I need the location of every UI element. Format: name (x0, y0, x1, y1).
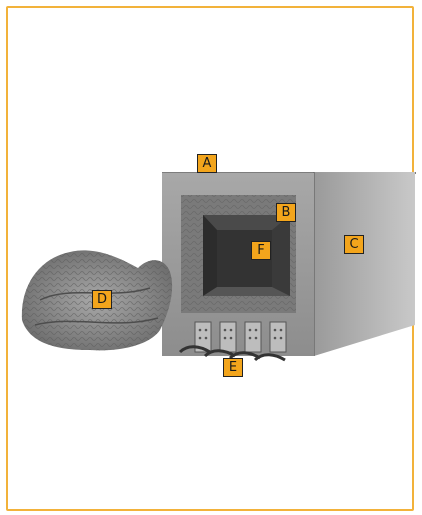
label-d: D (92, 290, 112, 309)
label-f: F (251, 241, 271, 260)
label-b: B (276, 203, 296, 222)
label-e: E (223, 358, 243, 377)
box-side-panel (314, 172, 415, 356)
label-a: A (197, 154, 217, 173)
label-c: C (344, 235, 364, 254)
